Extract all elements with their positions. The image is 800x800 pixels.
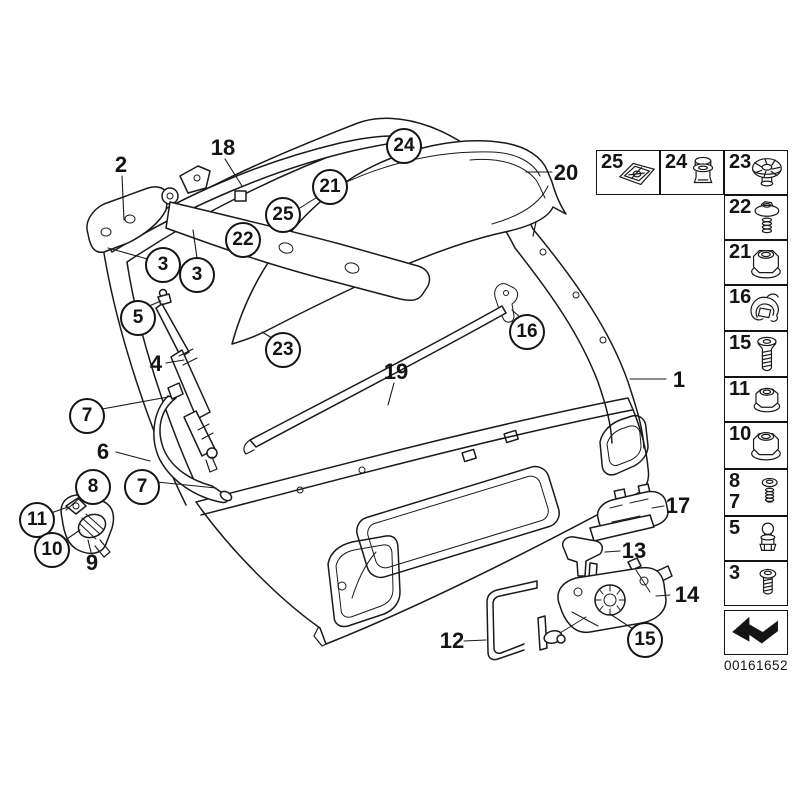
part-label-19[interactable]: 19	[383, 359, 409, 384]
part-label-4[interactable]: 4	[149, 351, 163, 376]
legend-cell-22[interactable]: 22	[724, 195, 788, 240]
balloon-5[interactable]: 5	[120, 300, 156, 336]
legend-cell-16[interactable]: 16	[724, 285, 788, 331]
pan-head-screw-icon	[748, 564, 786, 606]
part-label-17[interactable]: 17	[665, 493, 691, 518]
back-arrow-icon	[732, 616, 778, 644]
part-label-13[interactable]: 13	[621, 538, 647, 563]
gas-strut-drawing	[156, 290, 217, 473]
mounting-plate-icon	[616, 153, 658, 193]
leader-lines	[51, 159, 670, 641]
balloon-11[interactable]: 11	[19, 502, 55, 538]
legend-cell-3[interactable]: 3	[724, 561, 788, 606]
part-label-1[interactable]: 1	[672, 367, 686, 392]
flange-nut-icon	[744, 243, 786, 285]
balloon-10[interactable]: 10	[34, 532, 70, 568]
part-label-14[interactable]: 14	[674, 582, 700, 607]
legend-number: 10	[729, 423, 752, 445]
legend-cell-10[interactable]: 10	[724, 422, 788, 469]
legend-number: 16	[729, 286, 752, 308]
legend-number: 8	[729, 470, 741, 492]
cone-washer-icon	[744, 153, 786, 193]
balloon-22[interactable]: 22	[225, 222, 261, 258]
part-label-9[interactable]: 9	[85, 550, 99, 575]
document-number: 00161652	[723, 658, 789, 673]
flange-nut-icon	[744, 425, 786, 467]
lock-actuator-drawing	[590, 484, 668, 541]
balloon-21[interactable]: 21	[312, 169, 348, 205]
legend-cell-5[interactable]: 5	[724, 516, 788, 561]
balloon-25[interactable]: 25	[265, 197, 301, 233]
legend-cell-24[interactable]: 24	[660, 150, 724, 195]
screw-with-washer-icon	[746, 198, 786, 240]
legend-number: 15	[729, 332, 752, 354]
part-label-12[interactable]: 12	[439, 628, 465, 653]
balloon-8[interactable]: 8	[75, 469, 111, 505]
striker-bracket-drawing	[563, 537, 603, 579]
legend-number: 3	[729, 562, 741, 584]
balloon-24[interactable]: 24	[386, 128, 422, 164]
legend-number: 24	[665, 151, 688, 173]
legend-cell-nav-arrow[interactable]	[724, 610, 788, 655]
balloon-15[interactable]: 15	[627, 622, 663, 658]
legend-number: 5	[729, 517, 741, 539]
legend-cell-25[interactable]: 25	[596, 150, 660, 195]
legend-cell-8-7[interactable]: 8 7	[724, 469, 788, 516]
legend-number: 11	[729, 378, 751, 400]
legend-number: 25	[601, 151, 624, 173]
balloon-7a[interactable]: 7	[69, 398, 105, 434]
part-label-6[interactable]: 6	[96, 439, 110, 464]
spring-clip-icon	[744, 288, 786, 330]
lock-drawing	[558, 558, 672, 632]
legend-cell-15[interactable]: 15	[724, 331, 788, 377]
plug-grommet-icon	[684, 153, 722, 193]
part-label-20[interactable]: 20	[553, 160, 579, 185]
legend-number-secondary: 7	[729, 491, 741, 513]
legend-number: 23	[729, 151, 752, 173]
balloon-23[interactable]: 23	[265, 332, 301, 368]
lower-bracket-drawing	[61, 495, 113, 557]
part-label-2[interactable]: 2	[114, 152, 128, 177]
balloon-3a[interactable]: 3	[145, 247, 181, 283]
flange-nut-icon	[746, 380, 786, 420]
balloon-3b[interactable]: 3	[179, 257, 215, 293]
release-cable-drawing	[487, 581, 586, 660]
spoiler-drawing	[232, 141, 566, 344]
balloon-7b[interactable]: 7	[124, 469, 160, 505]
lower-panel-drawing	[196, 398, 649, 646]
strut-bracket-drawing	[154, 383, 233, 502]
ball-stud-icon	[748, 519, 786, 561]
legend-number: 21	[729, 241, 752, 263]
legend-cell-21[interactable]: 21	[724, 240, 788, 285]
part-label-18[interactable]: 18	[210, 135, 236, 160]
balloon-16[interactable]: 16	[509, 314, 545, 350]
window-seal-drawing	[244, 306, 506, 454]
pan-head-screw-icon	[750, 472, 786, 516]
legend-number: 22	[729, 196, 752, 218]
legend-cell-23[interactable]: 23	[724, 150, 788, 195]
legend-cell-11[interactable]: 11	[724, 377, 788, 422]
countersunk-screw-icon	[746, 334, 786, 378]
